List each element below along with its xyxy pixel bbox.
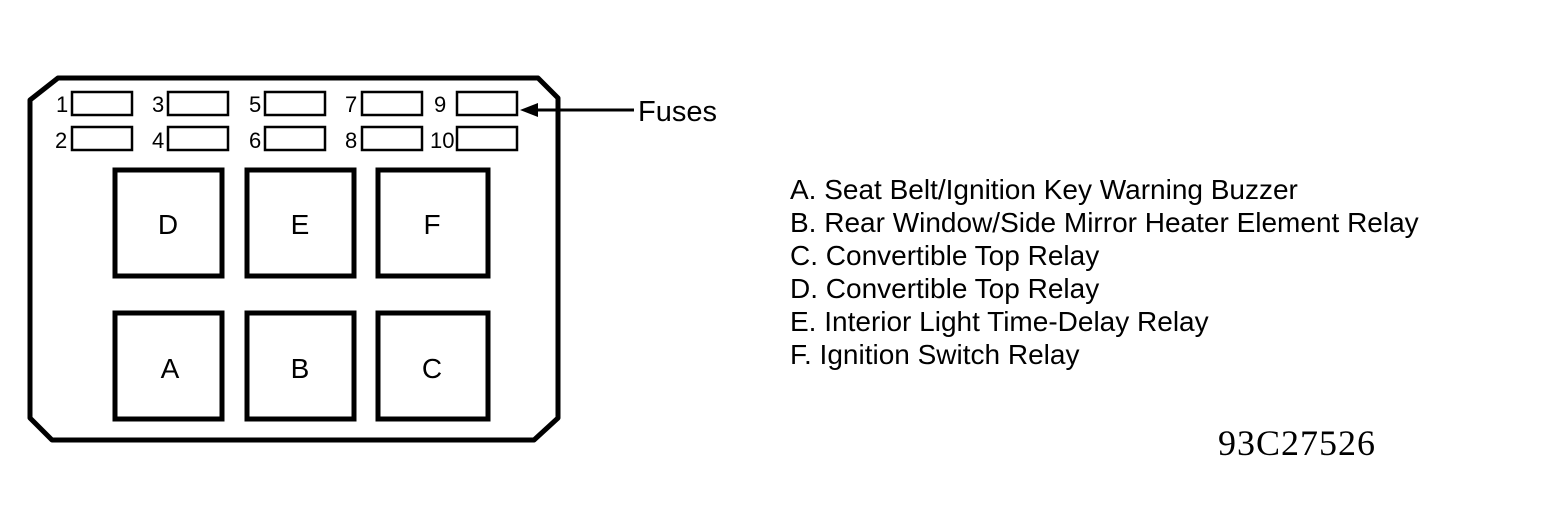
relay-slots: [112, 167, 491, 422]
fuse-number: 8: [345, 128, 357, 153]
fuse-slot-6: [263, 125, 327, 152]
fuses-callout-label: Fuses: [638, 96, 717, 128]
fuse-number: 10: [430, 128, 454, 153]
relay-slot-e: [244, 167, 357, 279]
fuse-slot-1: [70, 90, 134, 117]
fuses-arrowhead: [520, 103, 538, 117]
legend-item: E. Interior Light Time-Delay Relay: [790, 306, 1209, 337]
relay-slot-a: [112, 310, 225, 422]
fuse-slot-2: [70, 125, 134, 152]
fuse-slot-7: [360, 90, 424, 117]
relay-slot-f: [375, 167, 491, 279]
figure-reference-code: 93C27526: [1218, 423, 1377, 463]
relay-letter-b: B: [291, 353, 310, 384]
fuse-slot-10: [455, 125, 519, 152]
relay-slot-d: [112, 167, 225, 279]
relay-letter-a: A: [161, 353, 180, 384]
fuse-slot-9: [455, 90, 519, 117]
fuse-slot-3: [166, 90, 230, 117]
relay-legend: A. Seat Belt/Ignition Key Warning Buzzer…: [790, 173, 1419, 371]
legend-item: B. Rear Window/Side Mirror Heater Elemen…: [790, 207, 1419, 238]
fuse-number: 1: [56, 92, 68, 117]
relay-letter-d: D: [158, 209, 178, 240]
fuse-number: 3: [152, 92, 164, 117]
fuse-number: 6: [249, 128, 261, 153]
fuse-number: 5: [249, 92, 261, 117]
fuse-number: 2: [55, 128, 67, 153]
relay-letters: D E F A B C: [158, 209, 442, 384]
fuse-number: 4: [152, 128, 164, 153]
fuses-callout: Fuses: [520, 96, 717, 128]
fuse-number: 9: [434, 92, 446, 117]
legend-item: F. Ignition Switch Relay: [790, 339, 1080, 370]
legend-item: A. Seat Belt/Ignition Key Warning Buzzer: [790, 174, 1298, 205]
fuse-slots: [70, 90, 519, 152]
fuse-slot-5: [263, 90, 327, 117]
fuse-slot-8: [360, 125, 424, 152]
relay-letter-c: C: [422, 353, 442, 384]
relay-letter-e: E: [291, 209, 310, 240]
legend-item: D. Convertible Top Relay: [790, 273, 1100, 304]
legend-item: C. Convertible Top Relay: [790, 240, 1100, 271]
relay-slot-b: [244, 310, 357, 422]
fuse-slot-4: [166, 125, 230, 152]
fuse-panel-housing: [27, 75, 561, 443]
relay-letter-f: F: [423, 209, 440, 240]
fuse-numbers: 1 2 3 4 5 6 7 8 9 10: [55, 92, 454, 153]
fuse-number: 7: [345, 92, 357, 117]
relay-slot-c: [375, 310, 491, 422]
